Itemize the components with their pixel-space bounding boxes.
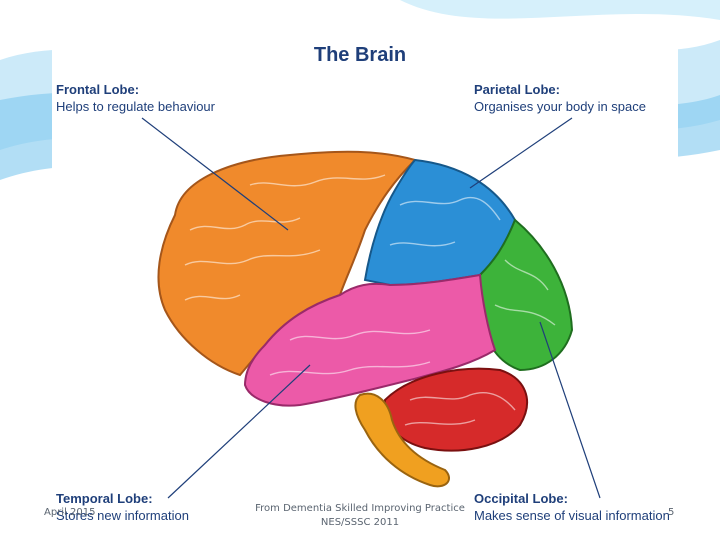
frontal-lobe-description: Helps to regulate behaviour [56, 99, 215, 114]
frontal-leader-line [141, 117, 289, 231]
parietal-lobe-title: Parietal Lobe: [474, 82, 560, 97]
slide-title: The Brain [313, 44, 407, 66]
temporal-lobe-description: Stores new information [56, 508, 189, 523]
occipital-lobe-description: Makes sense of visual information [474, 508, 670, 523]
occipital-leader-line [539, 321, 601, 499]
frontal-lobe-region [157, 150, 417, 377]
parietal-lobe-description: Organises your body in space [474, 99, 646, 114]
page-number: 5 [668, 507, 675, 518]
footer-date: April 2015 [44, 507, 96, 518]
temporal-leader-line [167, 364, 311, 499]
temporal-lobe-title: Temporal Lobe: [56, 491, 153, 506]
parietal-leader-line [469, 117, 573, 189]
brainstem-region [354, 392, 450, 488]
footer-source-line-2: NES/SSSC 2011 [320, 517, 400, 528]
occipital-lobe-region [478, 218, 574, 372]
occipital-lobe-title: Occipital Lobe: [474, 491, 568, 506]
cerebellum-region [383, 367, 529, 452]
footer-source: From Dementia Skilled Improving Practice… [250, 502, 470, 530]
footer-source-line-1: From Dementia Skilled Improving Practice [255, 503, 465, 514]
frontal-lobe-title: Frontal Lobe: [56, 82, 140, 97]
